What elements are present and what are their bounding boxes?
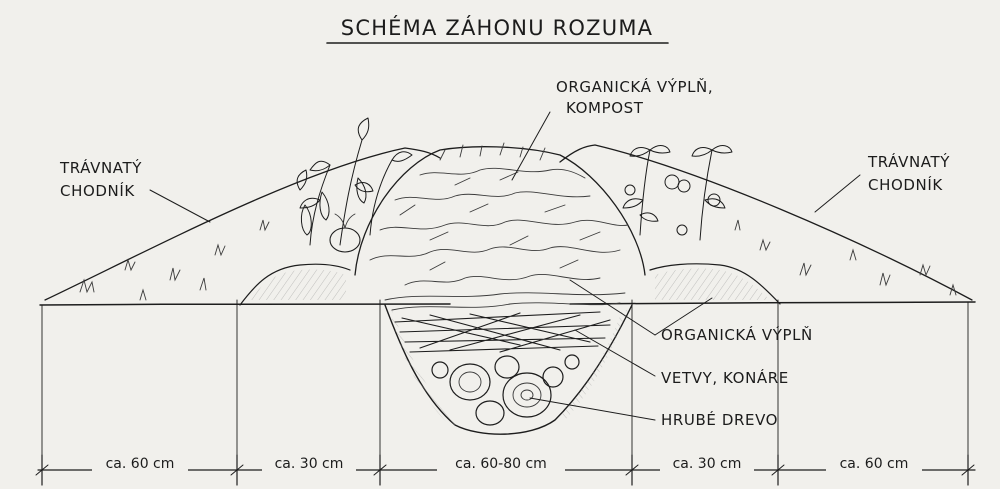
log	[512, 382, 542, 408]
leader-lines	[149, 111, 861, 421]
ground-line	[39, 301, 976, 306]
dimension-label-left-slope: ca. 30 cm	[275, 456, 344, 472]
log	[494, 355, 520, 379]
logs-label: HRUBÉ DREVO	[661, 410, 778, 429]
compost-pile	[354, 142, 646, 286]
dimension-label-right-slope: ca. 30 cm	[673, 456, 742, 472]
log	[449, 363, 491, 401]
tomato-plants	[622, 145, 733, 241]
lawn-label-right-line1: TRÁVNATÝ	[867, 152, 950, 171]
branches-layer	[394, 311, 611, 353]
dimension-label-left-path: ca. 60 cm	[106, 456, 175, 472]
organic-fill-label: ORGANICKÁ VÝPLŇ	[661, 325, 813, 344]
compost-label-line1: ORGANICKÁ VÝPLŇ,	[556, 77, 713, 96]
lawn-label-left-line2: CHODNÍK	[60, 181, 135, 200]
logs-layer	[431, 354, 580, 426]
diagram-title: SCHÉMA ZÁHONU ROZUMA	[341, 15, 653, 40]
dimension-label-right-path: ca. 60 cm	[840, 456, 909, 472]
log	[502, 372, 552, 418]
log	[564, 354, 580, 370]
left-lawn-mound	[44, 147, 441, 306]
log	[431, 361, 449, 379]
pepper-plants	[296, 117, 413, 253]
dimension-label-center: ca. 60-80 cm	[455, 456, 547, 472]
log	[475, 400, 505, 426]
organic-fill-layer	[384, 292, 626, 311]
right-lawn-mound	[559, 144, 973, 305]
log	[458, 371, 482, 393]
grass-tufts	[79, 219, 957, 301]
lawn-label-right-line2: CHODNÍK	[868, 175, 943, 194]
lawn-label-left-line1: TRÁVNATÝ	[59, 158, 142, 177]
log	[542, 366, 564, 388]
compost-label-line2: KOMPOST	[566, 99, 644, 117]
log	[520, 389, 534, 401]
branches-label: VETVY, KONÁRE	[661, 368, 789, 387]
